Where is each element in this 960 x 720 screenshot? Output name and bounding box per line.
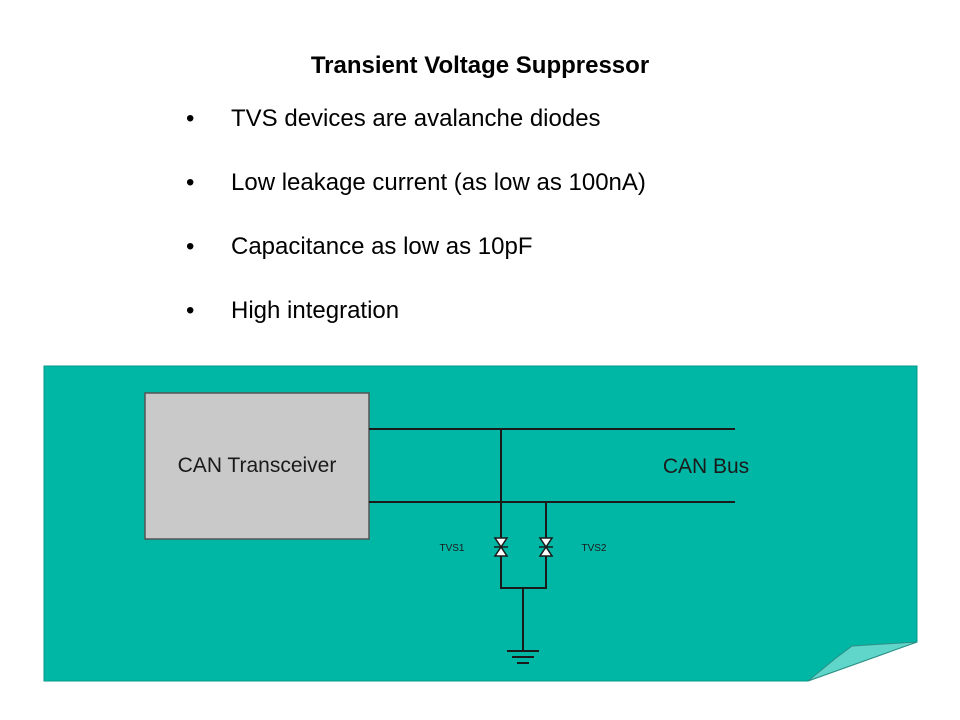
page-curl	[807, 641, 918, 682]
bullet-text: TVS devices are avalanche diodes	[231, 105, 601, 132]
tvs1-label: TVS1	[439, 543, 464, 554]
bullet-text: Capacitance as low as 10pF	[231, 233, 533, 260]
bullet-text: High integration	[231, 297, 400, 324]
bullet-symbol: •	[186, 105, 195, 132]
ground-icon	[507, 650, 539, 664]
tvs2-label: TVS2	[581, 543, 606, 554]
bullet-symbol: •	[186, 169, 195, 196]
tvs2-diode-icon	[538, 537, 554, 557]
bullet-symbol: •	[186, 297, 195, 324]
slide-title: Transient Voltage Suppressor	[310, 52, 650, 79]
bullet-text: Low leakage current (as low as 100nA)	[231, 169, 646, 196]
bullet-symbol: •	[186, 233, 195, 260]
can-transceiver-label: CAN Transceiver	[178, 454, 337, 477]
tvs1-diode-icon	[493, 537, 509, 557]
can-transceiver-box	[144, 392, 370, 540]
can-bus-label: CAN Bus	[663, 455, 749, 478]
